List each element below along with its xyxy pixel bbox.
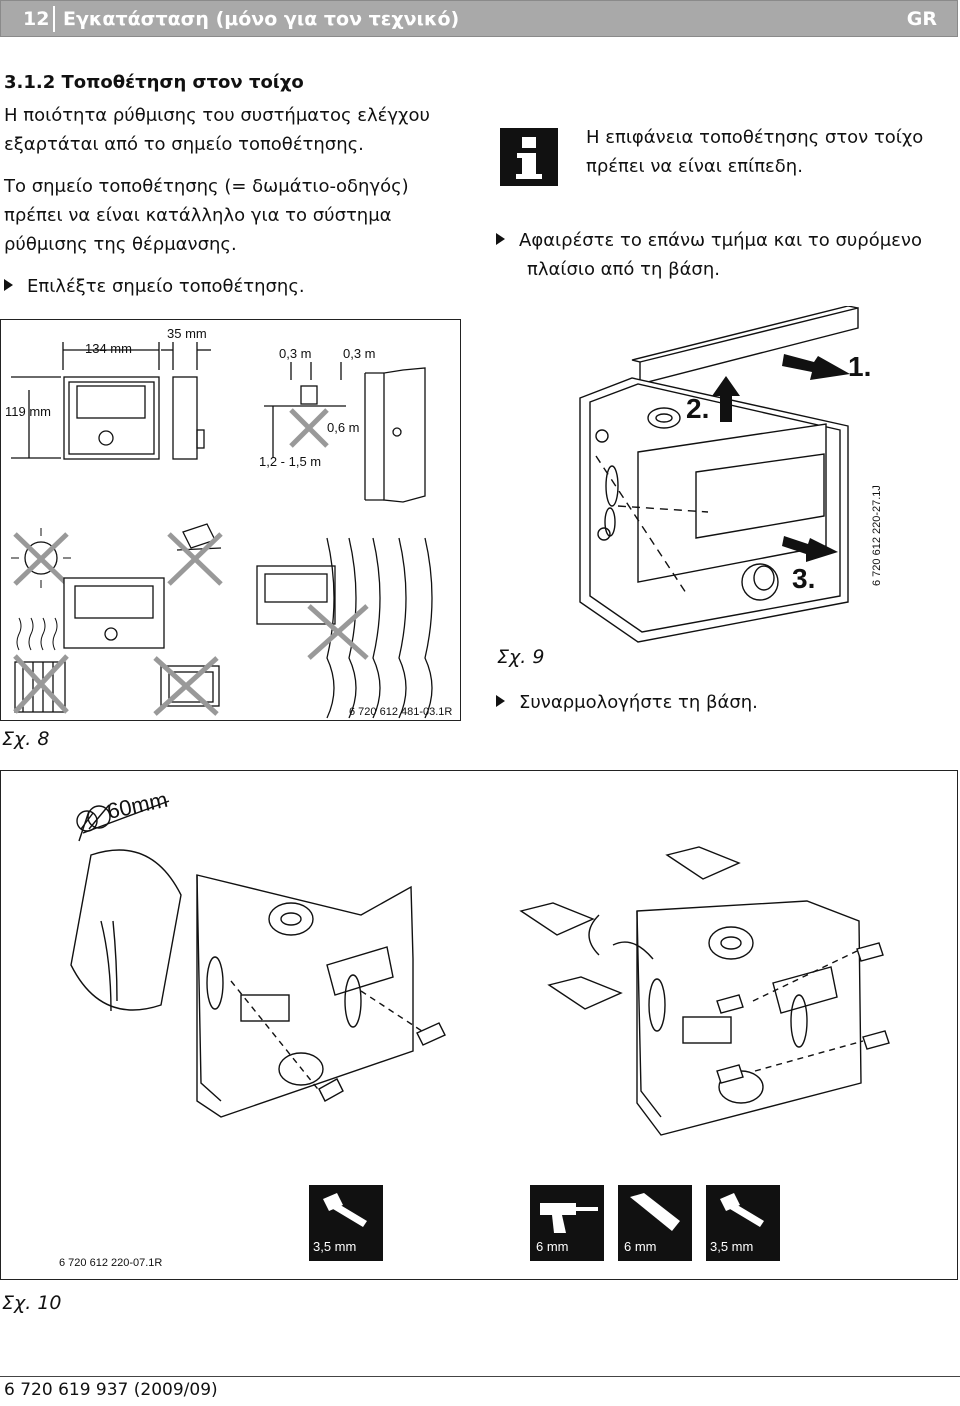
step-remove-top-line-2: πλαίσιο από τη βάση. [527, 259, 720, 280]
figure-8-drawing: 134 mm 35 mm 119 mm 0,3 m 0,3 m 0,6 m 1,… [5, 326, 433, 719]
section-heading: 3.1.2 Τοποθέτηση στον τοίχο [4, 72, 304, 93]
bullet-arrow-icon [496, 695, 505, 707]
info-icon [500, 128, 558, 186]
tool-1-label: 3,5 mm [313, 1239, 357, 1254]
figure-10: 60mm 3,5 mm 6 mm 6 mm 3,5 mm 6 720 612 2… [0, 770, 958, 1280]
figure-10-drawing: 60mm [70, 787, 890, 1136]
figure-8-caption: Σχ. 8 [2, 728, 50, 750]
tool-4-label: 3,5 mm [710, 1239, 754, 1254]
note-line-2: πρέπει να είναι επίπεδη. [586, 156, 803, 177]
drill-tool-icon: 6 mm [530, 1185, 604, 1261]
dist-label-2: 0,3 m [343, 346, 376, 361]
paragraph-1-line-1: Η ποιότητα ρύθμισης του συστήματος ελέγχ… [4, 105, 430, 126]
dist-label-3: 0,6 m [327, 420, 360, 435]
page-number: 12 [23, 8, 50, 30]
step-2-label: 2. [686, 393, 709, 424]
screw-tool-icon: 3,5 mm [309, 1185, 383, 1261]
step-1-label: 1. [848, 351, 871, 382]
dist-label-1: 0,3 m [279, 346, 312, 361]
dim-height-label: 119 mm [5, 404, 51, 419]
dim-depth-label: 35 mm [167, 326, 207, 341]
tool-2-label: 6 mm [536, 1239, 569, 1254]
step-select-location-text: Επιλέξτε σημείο τοποθέτησης. [27, 276, 305, 297]
step-remove-top-line-1: Αφαιρέστε το επάνω τμήμα και το συρόμενο [519, 230, 922, 251]
figure-9-code: 6 720 612 220-27.1J [871, 485, 883, 586]
paragraph-2-line-1: Το σημείο τοποθέτησης (= δωμάτιο-οδηγός) [4, 176, 409, 197]
language-code: GR [906, 8, 937, 30]
diameter-label: 60mm [105, 787, 170, 824]
figure-10-caption: Σχ. 10 [2, 1292, 62, 1314]
dist-label-4: 1,2 - 1,5 m [259, 454, 321, 469]
figure-9: 1. 2. 3. 6 720 612 220-27.1J [578, 306, 956, 644]
step-3-label: 3. [792, 563, 815, 594]
paragraph-1-line-2: εξαρτάται από το σημείο τοποθέτησης. [4, 134, 364, 155]
paragraph-2-line-2: πρέπει να είναι κατάλληλο για το σύστημα [4, 205, 392, 226]
dim-width-label: 134 mm [85, 341, 132, 356]
page-header: 12 Εγκατάσταση (μόνο για τον τεχνικό) GR [0, 0, 958, 37]
header-divider [53, 6, 55, 32]
tool-3-label: 6 mm [624, 1239, 657, 1254]
step-assemble-base-text: Συναρμολογήστε τη βάση. [519, 692, 758, 713]
step-select-location: Επιλέξτε σημείο τοποθέτησης. [4, 272, 305, 301]
bullet-arrow-icon [496, 233, 505, 245]
chapter-title: Εγκατάσταση (μόνο για τον τεχνικό) [63, 8, 460, 30]
figure-9-caption: Σχ. 9 [497, 646, 545, 668]
step-remove-top: Αφαιρέστε το επάνω τμήμα και το συρόμενο [496, 226, 922, 255]
step-assemble-base: Συναρμολογήστε τη βάση. [496, 688, 758, 717]
figure-10-code: 6 720 612 220-07.1R [59, 1257, 163, 1269]
dowel-tool-icon: 6 mm [618, 1185, 692, 1261]
screw-tool-icon-2: 3,5 mm [706, 1185, 780, 1261]
figure-9-drawing: 1. 2. 3. 6 720 612 220-27.1J [579, 306, 883, 643]
figure-8: 134 mm 35 mm 119 mm 0,3 m 0,3 m 0,6 m 1,… [0, 319, 461, 721]
footer-divider [0, 1376, 960, 1377]
bullet-arrow-icon [4, 279, 13, 291]
note-line-1: Η επιφάνεια τοποθέτησης στον τοίχο [586, 127, 924, 148]
paragraph-2-line-3: ρύθμισης της θέρμανσης. [4, 234, 237, 255]
document-code: 6 720 619 937 (2009/09) [4, 1380, 218, 1400]
figure-8-code: 6 720 612 481-03.1R [349, 706, 453, 718]
